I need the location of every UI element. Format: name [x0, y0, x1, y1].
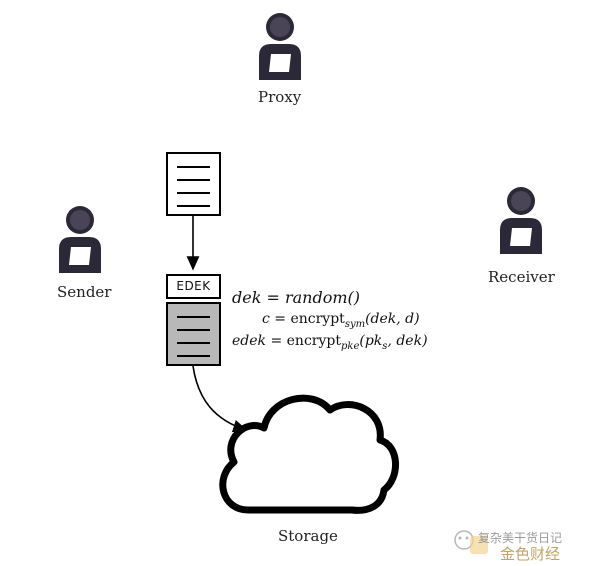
- formula-dek-var: dek: [232, 288, 262, 307]
- cloud-storage-icon: [219, 394, 399, 514]
- formula-edek: edek = encryptpke(pks, dek): [232, 333, 428, 352]
- watermark-text: 复杂美干货日记: [478, 529, 562, 546]
- watermark-line2: 金色财经: [500, 545, 561, 563]
- receiver-person-icon: [500, 187, 542, 254]
- watermark-brand: 金色财经: [500, 543, 560, 564]
- upload-arrow: [192, 365, 248, 433]
- edek-box: [166, 274, 221, 299]
- formula-edek-var: edek: [232, 333, 267, 349]
- formula-edek-args-pre: (pk: [359, 333, 383, 349]
- formula-edek-eq: = encrypt: [266, 333, 341, 349]
- watermark-logo-icon: [454, 530, 488, 554]
- edek-label: EDEK: [176, 279, 211, 293]
- formula-dek: dek = random(): [232, 288, 360, 307]
- formula-c-args: (dek, d): [365, 311, 420, 327]
- formula-edek-args-sub: s: [382, 340, 388, 352]
- formula-c-eq: = encrypt: [269, 311, 345, 327]
- encrypted-document-icon: [166, 302, 221, 366]
- formula-dek-fn: random(): [284, 288, 361, 307]
- proxy-person-icon: [259, 13, 301, 80]
- formula-edek-sub: pke: [340, 340, 360, 352]
- storage-label: Storage: [278, 527, 338, 545]
- watermark-line1: 复杂美干货日记: [478, 531, 563, 545]
- formula-edek-args-post: , dek): [387, 333, 428, 349]
- formula-c-var: c: [262, 311, 270, 327]
- formula-dek-eq: =: [261, 288, 285, 307]
- receiver-label: Receiver: [488, 268, 555, 286]
- formula-c: c = encryptsym(dek, d): [262, 311, 420, 330]
- plain-document-icon: [166, 152, 221, 216]
- proxy-label: Proxy: [258, 88, 302, 106]
- sender-label: Sender: [57, 283, 112, 301]
- formula-c-sub: sym: [344, 318, 366, 330]
- sender-person-icon: [59, 206, 101, 273]
